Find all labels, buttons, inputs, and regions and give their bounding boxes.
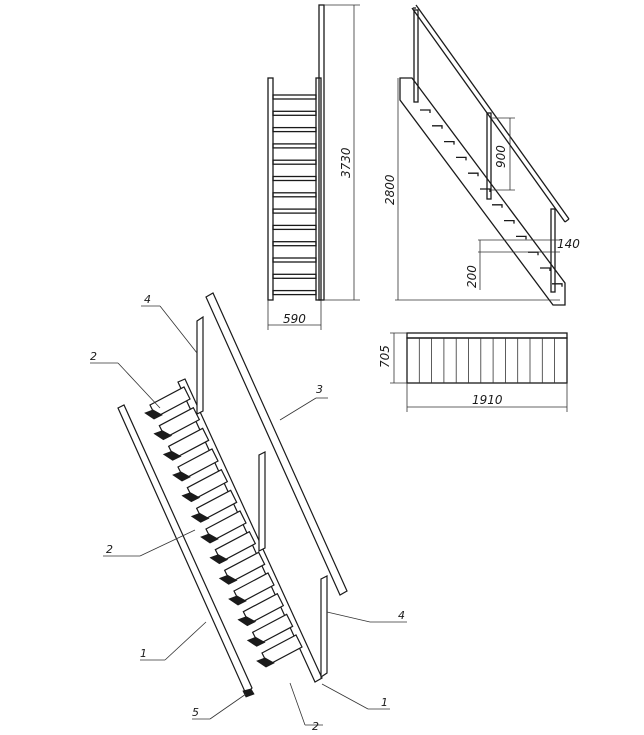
side-step <box>516 235 527 240</box>
front-step <box>272 224 317 231</box>
front-step <box>272 110 317 116</box>
side-post-middle <box>486 112 492 200</box>
side-stringer <box>399 77 566 306</box>
front-step <box>272 241 317 247</box>
callout-stringer-left: 1 <box>140 647 147 660</box>
side-step <box>540 267 551 271</box>
step-bracket <box>200 533 219 544</box>
side-post-bottom <box>550 208 556 293</box>
dim-step-rise: 200 <box>465 265 479 288</box>
step-bracket <box>190 512 210 523</box>
side-step <box>444 140 455 145</box>
side-step <box>468 172 479 177</box>
front-step <box>272 94 317 100</box>
step-bracket <box>162 450 182 461</box>
side-steps <box>420 109 563 287</box>
outer-stringer <box>117 404 253 696</box>
front-step <box>272 208 317 214</box>
front-step <box>272 126 317 133</box>
plan-steps-frame <box>406 337 568 384</box>
step-bracket <box>144 409 163 420</box>
callout-stringer-right: 1 <box>381 696 388 709</box>
dim-plan-length: 1910 <box>472 393 503 407</box>
baluster-post-bottom <box>320 575 328 679</box>
side-step <box>420 109 431 113</box>
iso-steps <box>144 386 303 668</box>
callout-post-bottom: 4 <box>398 609 405 622</box>
front-step <box>272 192 317 198</box>
side-handrail-top <box>411 7 566 223</box>
dim-total-height: 3730 <box>339 147 353 178</box>
step-bracket <box>228 595 247 606</box>
exploded-isometric-view <box>117 292 348 698</box>
dim-step-depth: 140 <box>557 237 580 251</box>
callouts: 2 4 3 2 1 5 2 1 4 <box>90 293 407 733</box>
front-step <box>272 289 317 296</box>
bottom-support <box>242 688 255 698</box>
callout-step-middle: 2 <box>106 543 113 556</box>
front-step <box>272 273 317 279</box>
dim-handrail-height: 900 <box>494 145 508 168</box>
plan-handrail <box>406 332 568 339</box>
inner-stringer <box>177 378 323 683</box>
side-step <box>480 188 491 192</box>
side-post-top <box>413 9 419 103</box>
step-bracket <box>209 554 229 565</box>
side-step <box>456 156 467 161</box>
step-bracket <box>181 492 201 503</box>
handrail-rail <box>205 292 348 596</box>
front-left-stringer <box>267 77 274 301</box>
side-handrail-bottom <box>415 4 570 220</box>
plan-view: 705 1910 <box>378 332 568 412</box>
step-bracket <box>172 471 191 482</box>
side-elevation-view: 2800 900 200 140 <box>383 4 580 306</box>
front-elevation-view: 3730 590 <box>267 4 360 330</box>
dim-width: 590 <box>283 312 306 326</box>
side-step <box>432 125 443 129</box>
front-handrail-post <box>318 4 325 301</box>
step-bracket <box>153 430 173 441</box>
side-step <box>504 219 515 224</box>
callout-step-bottom: 2 <box>312 720 319 733</box>
front-step <box>272 175 317 182</box>
front-step <box>272 257 317 263</box>
callout-bottom-support: 5 <box>192 706 199 719</box>
front-step <box>272 143 317 149</box>
callout-step-top: 2 <box>90 350 97 363</box>
step-bracket <box>237 616 257 627</box>
step-bracket <box>256 657 275 668</box>
step-bracket <box>218 574 238 585</box>
baluster-post-middle <box>258 451 266 552</box>
baluster-post-top <box>196 315 204 415</box>
callout-handrail: 3 <box>316 383 323 396</box>
step-bracket <box>246 636 266 647</box>
front-steps <box>272 94 317 296</box>
dim-floor-height: 2800 <box>383 174 397 205</box>
side-step <box>528 251 539 256</box>
plan-steps <box>418 338 555 383</box>
side-step <box>492 204 503 208</box>
side-step <box>552 283 563 287</box>
front-step <box>272 159 317 165</box>
dim-plan-width: 705 <box>378 345 392 368</box>
callout-post-top: 4 <box>144 293 151 306</box>
